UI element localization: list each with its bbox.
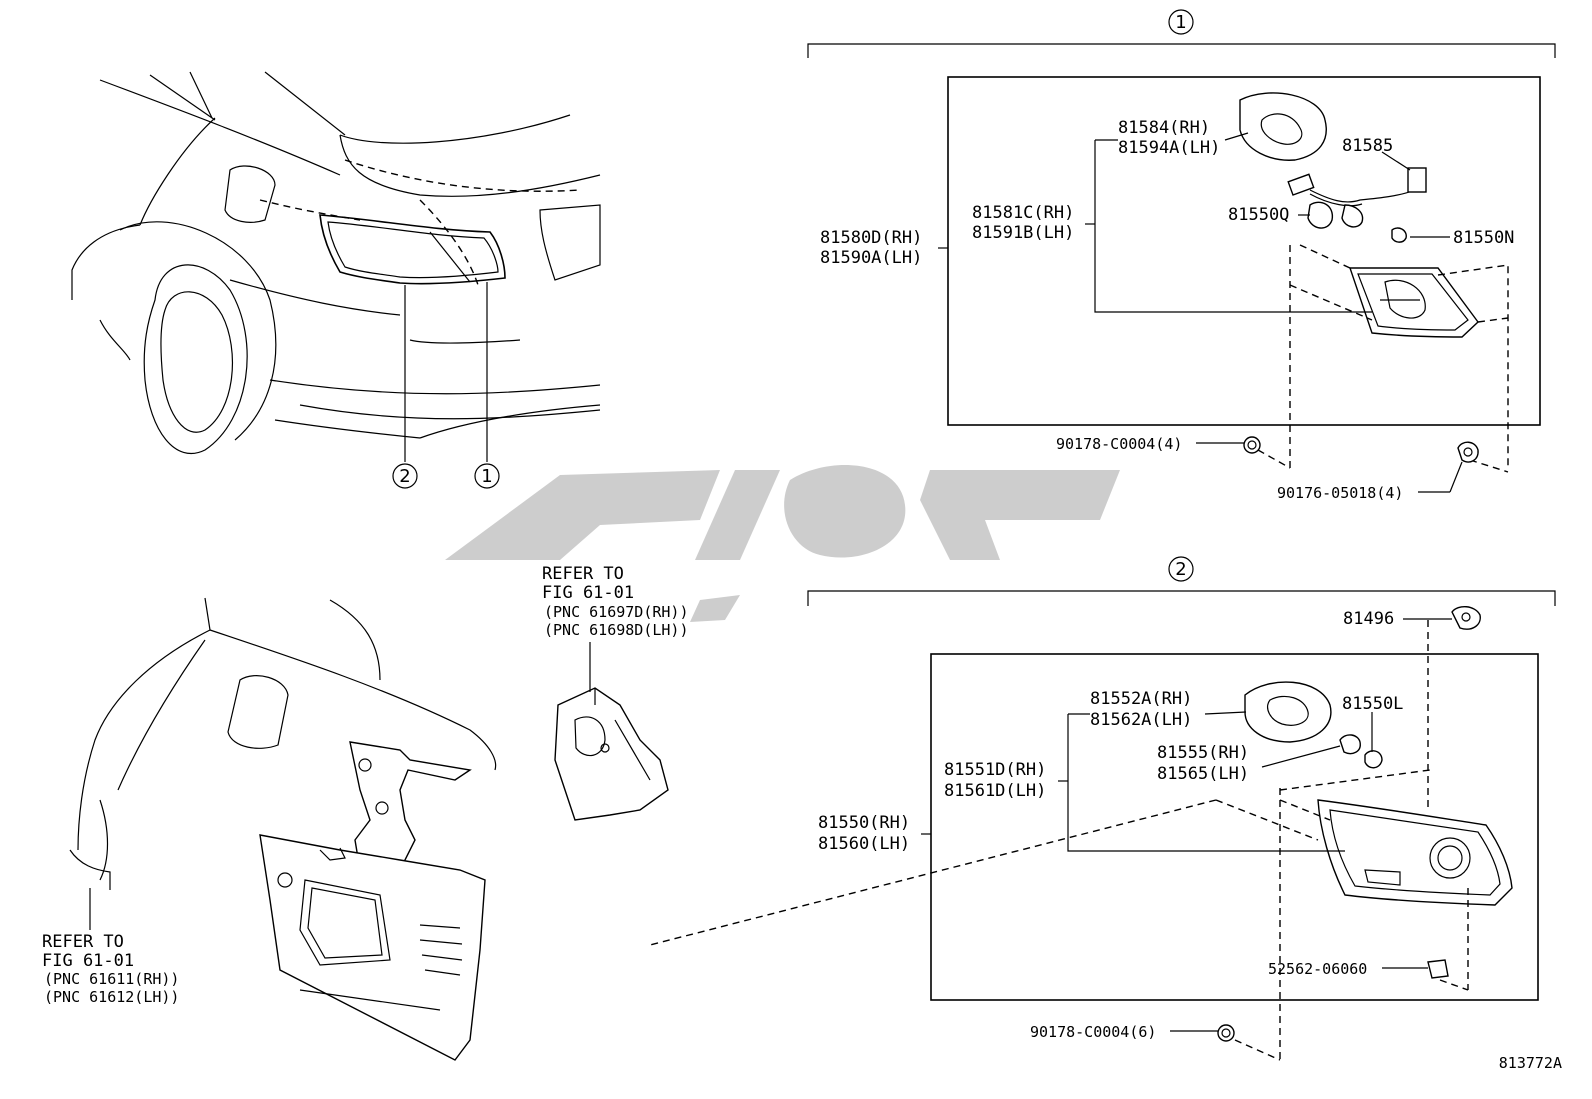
callout-1-car: [474, 463, 500, 489]
ref-lower-line1: REFER TO: [42, 932, 124, 952]
clip-81496: [1451, 606, 1481, 630]
label-52562-06060: 52562-06060: [1268, 960, 1367, 978]
label-81550n: 81550N: [1453, 228, 1514, 248]
nut-90178-group2: [1217, 1024, 1235, 1042]
group-1-bracket: 1: [807, 9, 1556, 58]
label-81552a-rh: 81552A(RH): [1090, 689, 1192, 709]
callout-2-car: [392, 463, 418, 489]
ref-upper-line1: REFER TO: [542, 564, 624, 584]
ref-upper-line3: (PNC 61697D(RH)): [544, 603, 689, 621]
nut-90178-group1: [1243, 436, 1261, 454]
label-81580d-rh: 81580D(RH): [820, 228, 922, 248]
label-90178-c0004-4: 90178-C0004(4): [1056, 435, 1182, 453]
ref-upper-line4: (PNC 61698D(LH)): [544, 621, 689, 639]
label-81581c-rh: 81581C(RH): [972, 203, 1074, 223]
gasket-81552a: [1244, 681, 1332, 743]
clip-90176: [1457, 441, 1479, 463]
callout-2-car-label: 2: [399, 466, 410, 487]
group-1-callout-label: 1: [1175, 12, 1186, 33]
label-81550-rh: 81550(RH): [818, 813, 910, 833]
group-2-bracket: 2: [807, 556, 1556, 606]
ref-lower-line2: FIG 61-01: [42, 951, 134, 971]
ref-lower-line3: (PNC 61611(RH)): [44, 970, 179, 988]
label-81550q: 81550Q: [1228, 205, 1289, 225]
watermark: [445, 465, 1120, 622]
lamp-inner-81581c: [1349, 267, 1479, 338]
clip-52562-06060: [1427, 959, 1449, 979]
socket-81555: [1339, 734, 1361, 755]
label-81585: 81585: [1342, 136, 1393, 156]
label-81551d-rh: 81551D(RH): [944, 760, 1046, 780]
group-2-box: [930, 653, 1539, 1001]
label-90176-05018-4: 90176-05018(4): [1277, 484, 1403, 502]
label-81594a-lh: 81594A(LH): [1118, 138, 1220, 158]
bulb-81550l: [1364, 750, 1383, 769]
lamp-combination-81551d: [1317, 799, 1513, 906]
diagram-id: 813772A: [1499, 1054, 1562, 1072]
gasket-81584: [1239, 92, 1327, 161]
socket-wire-81585: [1287, 167, 1427, 228]
label-81591b-lh: 81591B(LH): [972, 223, 1074, 243]
group-2-callout-label: 2: [1175, 559, 1186, 580]
bulb-81550n: [1391, 227, 1407, 243]
car-rear-illustration: [71, 71, 601, 462]
callout-1-car-label: 1: [481, 466, 492, 487]
label-81561d-lh: 81561D(LH): [944, 781, 1046, 801]
ref-upper-line2: FIG 61-01: [542, 583, 634, 603]
label-81555-rh: 81555(RH): [1157, 743, 1249, 763]
label-81565-lh: 81565(LH): [1157, 764, 1249, 784]
label-81562a-lh: 81562A(LH): [1090, 710, 1192, 730]
quarter-panel-illustration: [69, 597, 669, 1061]
label-81590a-lh: 81590A(LH): [820, 248, 922, 268]
label-90178-c0004-6: 90178-C0004(6): [1030, 1023, 1156, 1041]
ref-lower-line4: (PNC 61612(LH)): [44, 988, 179, 1006]
label-81550l: 81550L: [1342, 694, 1403, 714]
label-81560-lh: 81560(LH): [818, 834, 910, 854]
label-81584-rh: 81584(RH): [1118, 118, 1210, 138]
group-1-box: [947, 76, 1541, 426]
bulb-81550q: [1307, 201, 1334, 229]
label-81496: 81496: [1343, 609, 1394, 629]
